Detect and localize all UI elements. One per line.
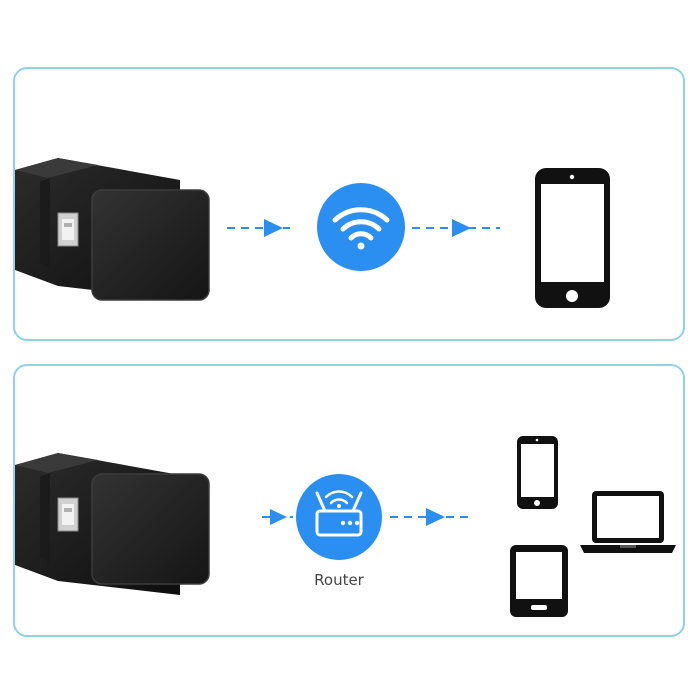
- camera-charger-icon: [15, 453, 210, 595]
- arrow-router-to-devices: [390, 508, 474, 526]
- arrow-wifi-to-phone: [412, 219, 500, 237]
- laptop-icon: [580, 491, 676, 553]
- router-icon: [296, 474, 382, 560]
- arrow-charger-to-router: [262, 509, 293, 525]
- router-label: Router: [314, 571, 364, 589]
- tablet-icon: [510, 545, 568, 617]
- wifi-icon: [317, 183, 405, 271]
- arrow-charger-to-wifi: [227, 219, 290, 237]
- camera-charger-icon: [15, 158, 210, 301]
- smartphone-icon: [517, 436, 558, 509]
- smartphone-icon: [535, 168, 610, 308]
